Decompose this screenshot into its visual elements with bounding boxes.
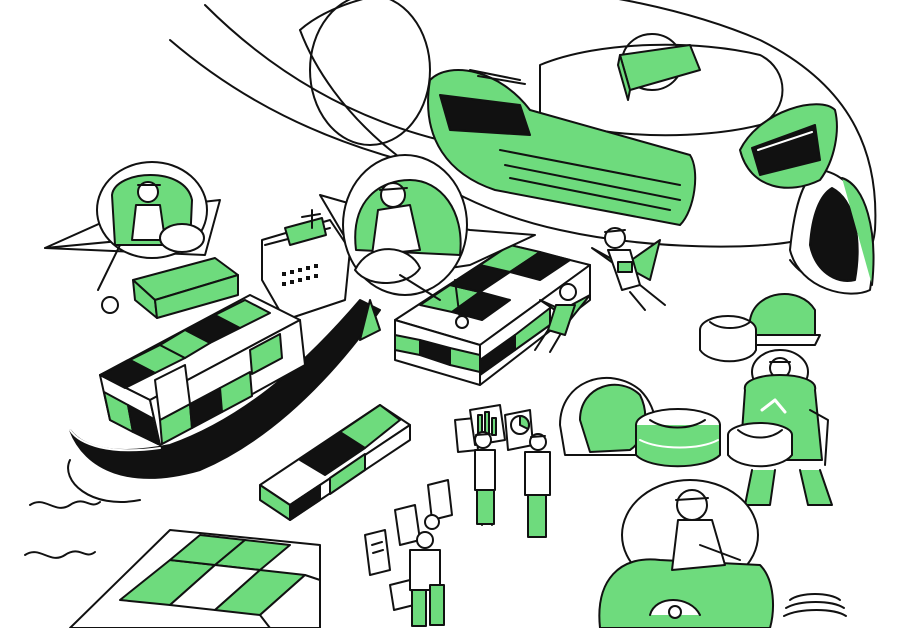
tire-stack [783,593,847,617]
dome-plane-center [319,154,536,341]
cargo-bundle-middle [635,408,721,468]
dome-vehicle-bottom [598,479,774,628]
engine-intake [789,169,875,295]
container-bottom-left [69,529,321,628]
flying-worker-right [591,227,666,311]
container-stack-lower [259,404,411,521]
robot-mech-worker [727,349,833,506]
cargo-bundle-top [699,293,821,363]
small-dome-plane-left [44,161,239,319]
water-waves [24,500,101,559]
paper-workers [364,479,453,627]
flying-worker-left [534,283,591,353]
container-ship [67,209,381,503]
cargo-airplane [169,0,877,295]
bridge-windows [282,264,318,286]
chart-board-workers [454,404,551,538]
